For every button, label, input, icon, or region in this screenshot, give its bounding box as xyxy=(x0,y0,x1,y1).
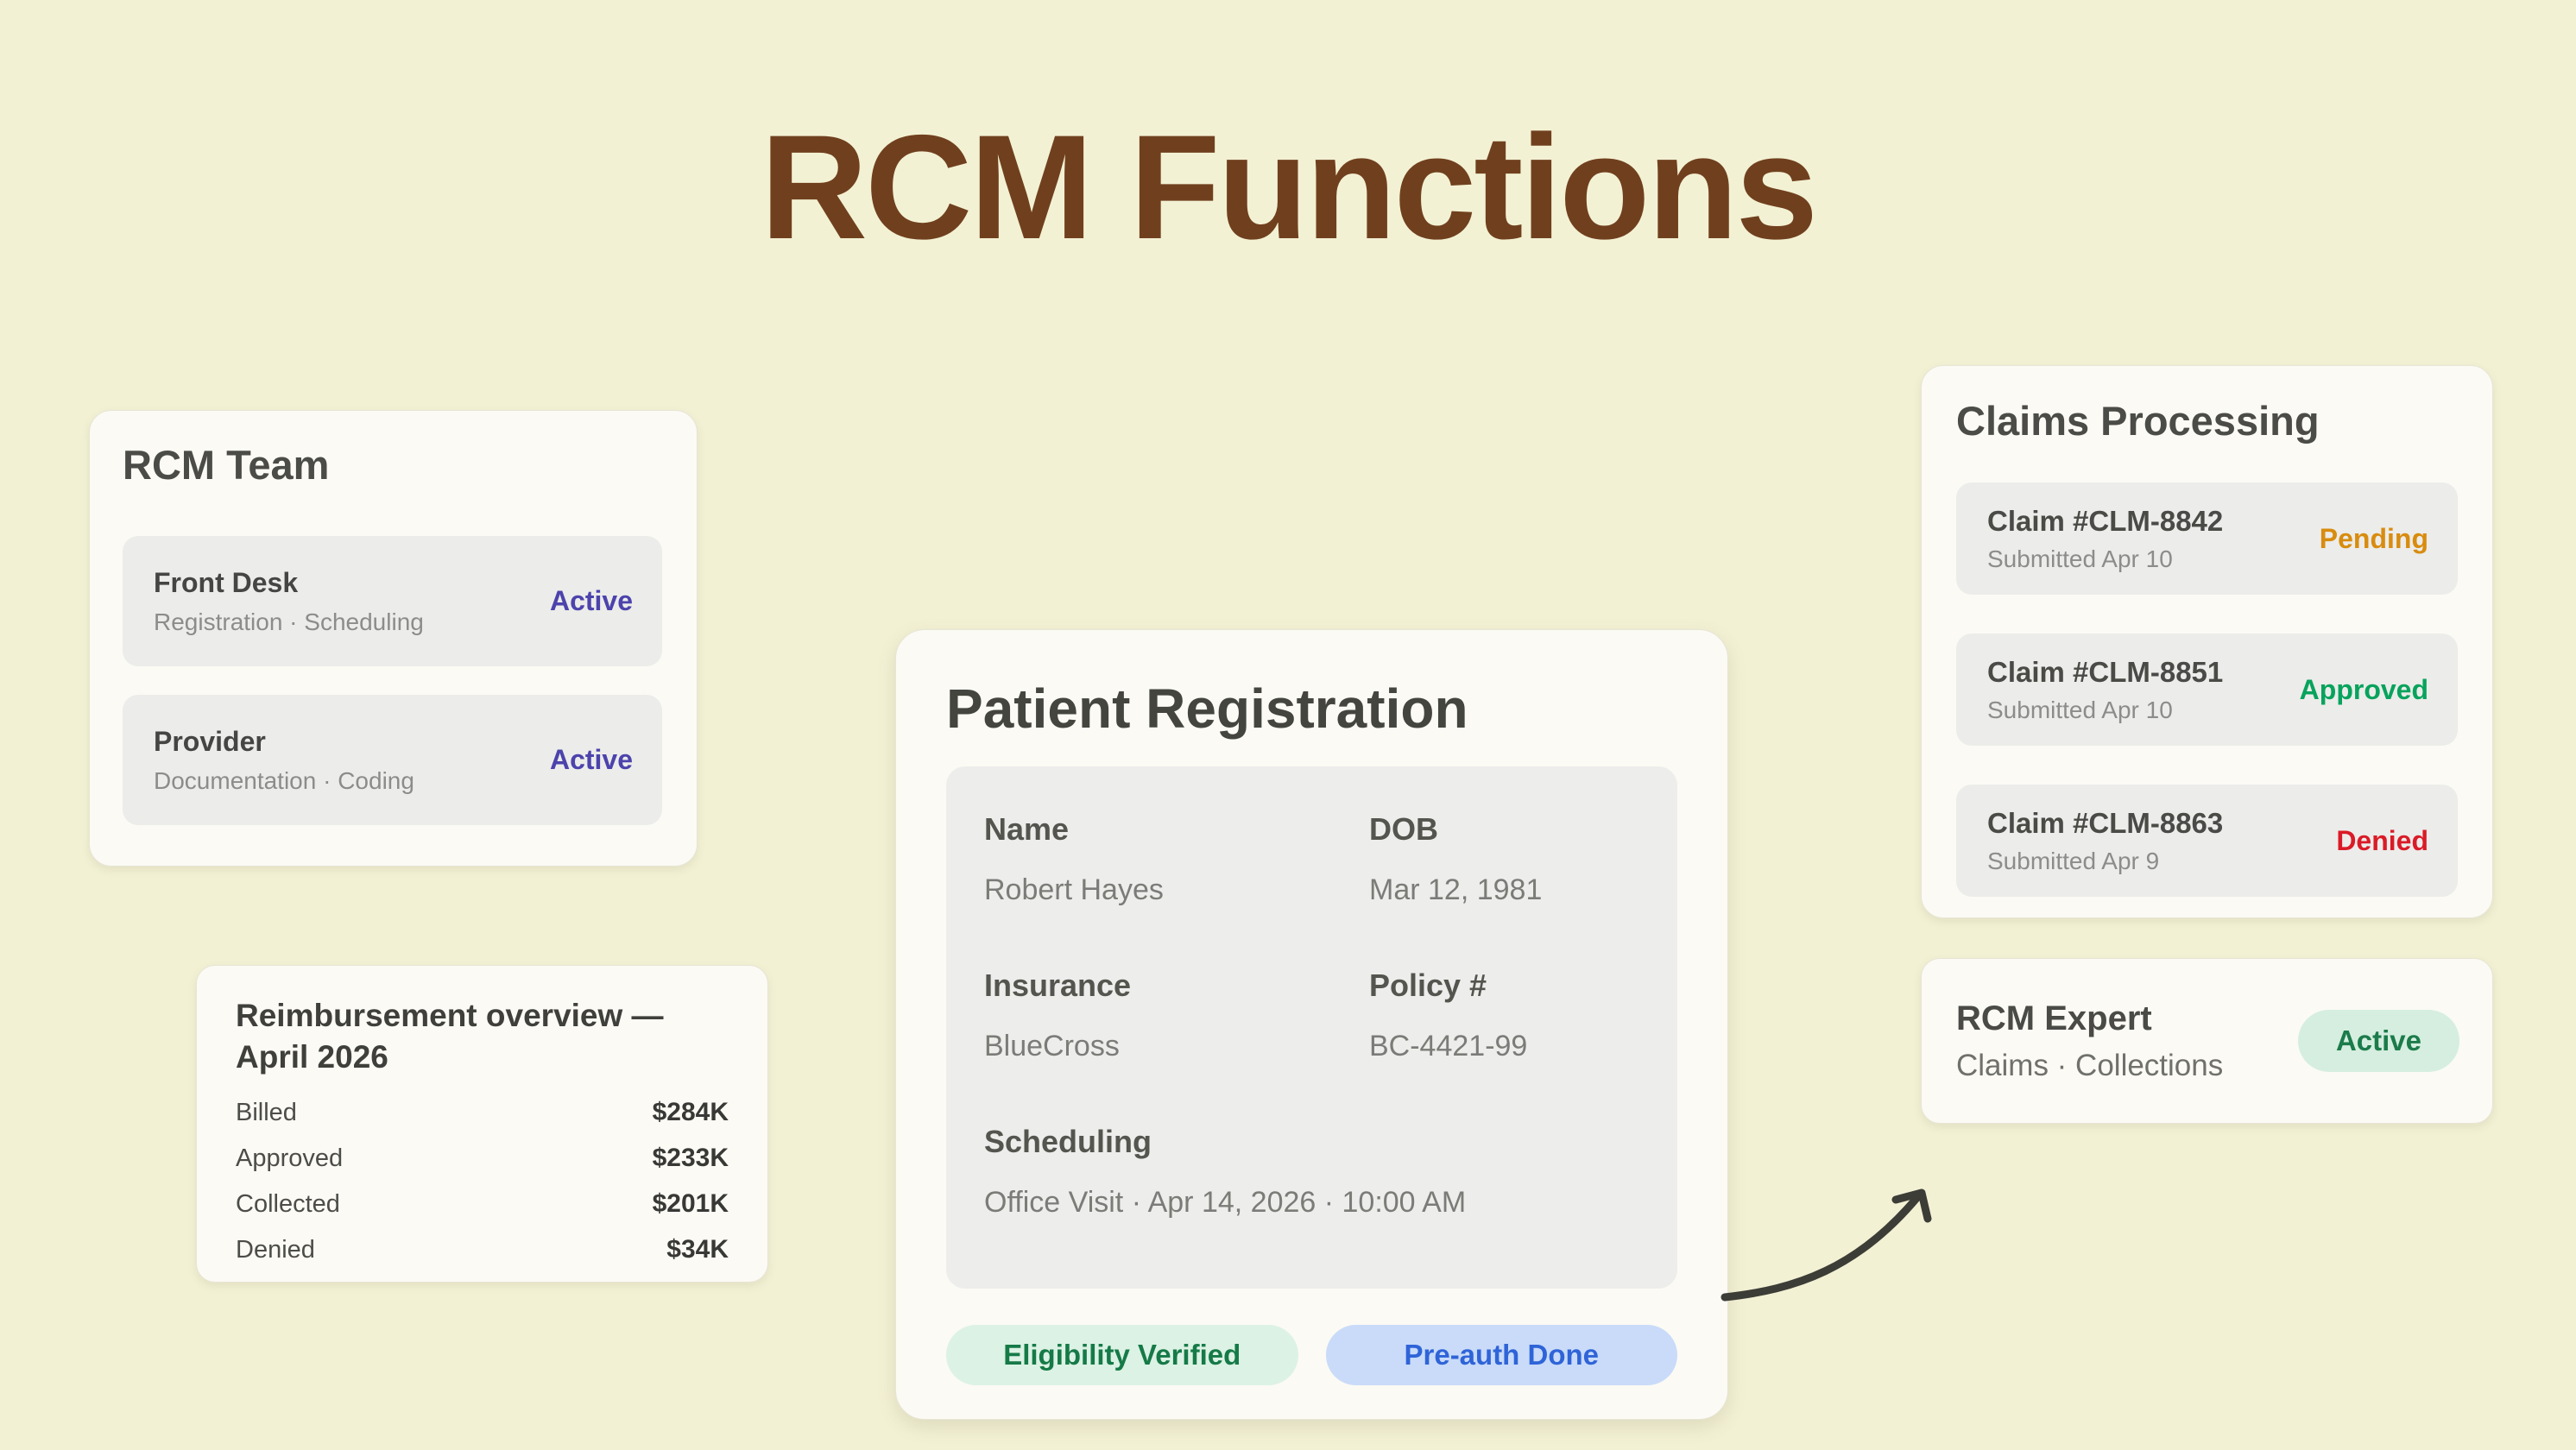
field-label: Insurance xyxy=(984,968,1132,1003)
claim-status-badge: Pending xyxy=(2319,522,2428,554)
claim-row-text: Claim #CLM-8863 Submitted Apr 9 xyxy=(1987,807,2223,875)
reimbursement-overview-card: Reimbursement overview — April 2026 Bill… xyxy=(196,965,768,1283)
metric-label: Billed xyxy=(236,1098,297,1126)
metric-label: Collected xyxy=(236,1189,340,1218)
field-label: Policy # xyxy=(1369,968,1487,1003)
expert-card-text: RCM Expert Claims · Collections xyxy=(1956,999,2223,1083)
active-status-pill: Active xyxy=(2297,1010,2459,1072)
team-member-name: Front Desk xyxy=(154,566,299,598)
field-insurance: Insurance BlueCross xyxy=(984,968,1369,1063)
metric-value: $201K xyxy=(652,1189,729,1219)
field-value: BC-4421-99 xyxy=(1369,1030,1528,1062)
team-row-front-desk: Front Desk Registration · Scheduling Act… xyxy=(123,536,662,666)
rcm-team-card: RCM Team Front Desk Registration · Sched… xyxy=(89,410,698,867)
team-card-title: RCM Team xyxy=(123,442,330,488)
rcm-expert-card: RCM Expert Claims · Collections Active xyxy=(1921,958,2493,1124)
claim-id: Claim #CLM-8851 xyxy=(1987,655,2224,688)
team-member-name: Provider xyxy=(154,725,266,757)
team-member-detail: Documentation · Coding xyxy=(154,766,414,794)
flow-arrow-icon xyxy=(1720,1188,1932,1302)
reimbursement-card-title: Reimbursement overview — April 2026 xyxy=(236,998,664,1075)
field-value: Robert Hayes xyxy=(984,873,1164,906)
field-dob: DOB Mar 12, 1981 xyxy=(1369,811,1638,907)
metric-label: Approved xyxy=(236,1144,344,1172)
claim-status-badge: Denied xyxy=(2336,824,2428,856)
field-policy-number: Policy # BC-4421-99 xyxy=(1369,968,1638,1063)
claims-processing-card: Claims Processing Claim #CLM-8842 Submit… xyxy=(1921,365,2493,918)
claim-submitted-date: Submitted Apr 10 xyxy=(1987,545,2173,572)
metric-row-collected: Collected $201K xyxy=(236,1187,729,1221)
field-name: Name Robert Hayes xyxy=(984,811,1369,907)
metric-row-billed: Billed $284K xyxy=(236,1095,729,1130)
claims-card-title: Claims Processing xyxy=(1956,398,2320,444)
field-value: BlueCross xyxy=(984,1030,1120,1062)
field-value: Mar 12, 1981 xyxy=(1369,873,1543,906)
claim-id: Claim #CLM-8842 xyxy=(1987,504,2224,537)
metric-value: $34K xyxy=(666,1235,729,1264)
field-label: Name xyxy=(984,811,1070,847)
claim-row-8851: Claim #CLM-8851 Submitted Apr 10 Approve… xyxy=(1956,634,2458,746)
eligibility-verified-badge: Eligibility Verified xyxy=(946,1325,1298,1385)
claim-row-8863: Claim #CLM-8863 Submitted Apr 9 Denied xyxy=(1956,785,2458,897)
pre-auth-done-badge: Pre-auth Done xyxy=(1325,1325,1677,1385)
field-label: DOB xyxy=(1369,811,1438,847)
claim-submitted-date: Submitted Apr 9 xyxy=(1987,847,2160,874)
team-row-text: Provider Documentation · Coding xyxy=(154,726,414,795)
patient-card-title: Patient Registration xyxy=(946,678,1468,740)
field-value: Office Visit · Apr 14, 2026 · 10:00 AM xyxy=(984,1186,1467,1219)
patient-details-panel: Name Robert Hayes DOB Mar 12, 1981 Insur… xyxy=(946,766,1677,1289)
claim-status-badge: Approved xyxy=(2299,673,2428,705)
status-badge: Active xyxy=(549,585,633,616)
claim-row-text: Claim #CLM-8851 Submitted Apr 10 xyxy=(1987,656,2223,724)
claim-row-text: Claim #CLM-8842 Submitted Apr 10 xyxy=(1987,505,2223,573)
claim-submitted-date: Submitted Apr 10 xyxy=(1987,696,2173,723)
status-badge: Active xyxy=(549,744,633,775)
page-title: RCM Functions xyxy=(760,104,1818,270)
patient-registration-card: Patient Registration Name Robert Hayes D… xyxy=(895,629,1728,1420)
metric-row-denied: Denied $34K xyxy=(236,1232,729,1267)
team-member-detail: Registration · Scheduling xyxy=(154,608,424,635)
team-row-provider: Provider Documentation · Coding Active xyxy=(123,695,662,825)
field-scheduling: Scheduling Office Visit · Apr 14, 2026 ·… xyxy=(984,1124,1638,1220)
field-label: Scheduling xyxy=(984,1124,1152,1159)
registration-badges: Eligibility Verified Pre-auth Done xyxy=(946,1325,1677,1385)
metric-value: $233K xyxy=(652,1144,729,1173)
expert-card-detail: Claims · Collections xyxy=(1956,1048,2224,1082)
team-row-text: Front Desk Registration · Scheduling xyxy=(154,567,424,636)
metric-label: Denied xyxy=(236,1235,315,1264)
claim-id: Claim #CLM-8863 xyxy=(1987,806,2224,839)
claim-row-8842: Claim #CLM-8842 Submitted Apr 10 Pending xyxy=(1956,482,2458,595)
metric-value: $284K xyxy=(652,1098,729,1127)
expert-card-title: RCM Expert xyxy=(1956,999,2152,1037)
metric-row-approved: Approved $233K xyxy=(236,1141,729,1176)
